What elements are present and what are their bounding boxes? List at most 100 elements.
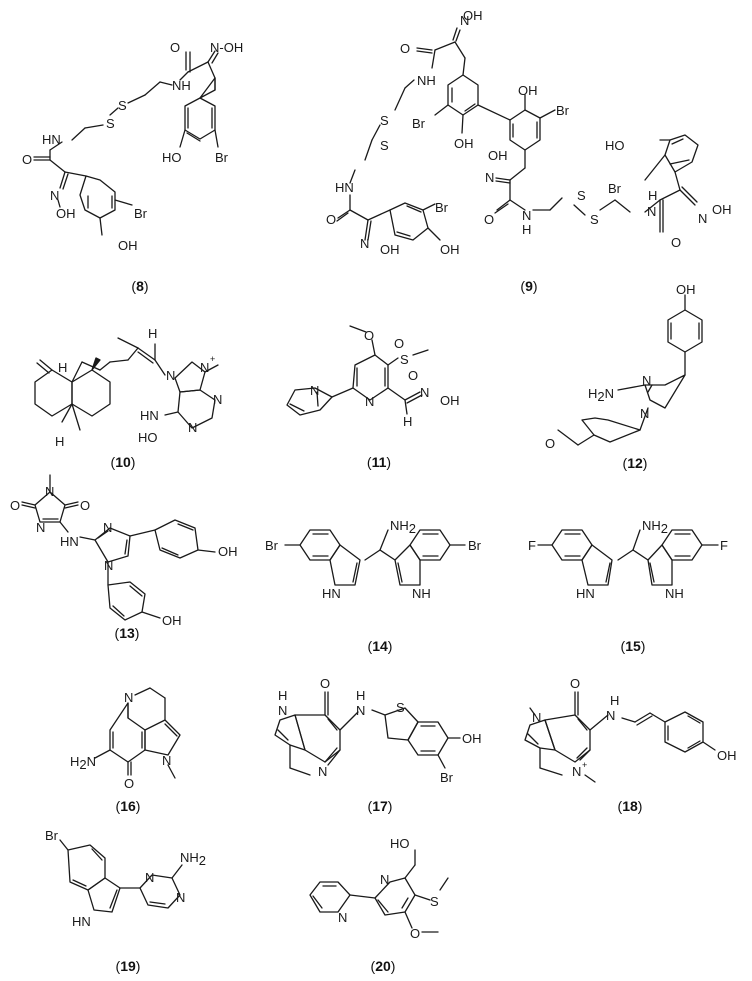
atom-s: S: [430, 894, 439, 909]
atom-hn: HN: [72, 914, 91, 929]
atom-nh: NH: [665, 586, 684, 601]
compound-11-structure: O S O O N N N OH H: [286, 325, 460, 429]
caption-paren: (: [110, 454, 116, 470]
atom-n: N: [36, 520, 45, 535]
atom-h2n: H2N: [70, 754, 96, 772]
compound-number: 18: [622, 798, 638, 814]
atom-br: Br: [435, 200, 449, 215]
compound-label: (19): [116, 958, 141, 974]
atom-s: S: [106, 116, 115, 131]
atom-o: O: [10, 498, 20, 513]
atom-oh: OH: [118, 238, 138, 253]
atom-br: Br: [45, 828, 59, 843]
atom-s: S: [380, 138, 389, 153]
compound-number: 20: [375, 958, 391, 974]
atom-s: S: [577, 188, 586, 203]
compound-9-structure: N OH O NH S S H N O N OH Br OH Br OH OH B…: [326, 8, 732, 257]
atom-n: N: [380, 872, 389, 887]
caption-paren: (: [114, 625, 120, 641]
atom-o: O: [320, 676, 330, 691]
atom-o: O: [410, 926, 420, 941]
atom-oh: OH: [218, 544, 238, 559]
atom-br: Br: [440, 770, 454, 785]
atom-oh: OH: [717, 748, 737, 763]
compound-10: H H H N N + N N HN HO (10): [0, 300, 260, 470]
compound-number: 15: [625, 638, 641, 654]
compound-label: (11): [367, 454, 391, 470]
compound-17: H N O H N S OH Br N (17): [250, 670, 510, 820]
charge-plus: +: [582, 760, 587, 770]
compound-12: OH N N H2N O (12): [500, 280, 752, 471]
compound-20: HO N S N O (20): [250, 820, 510, 981]
atom-nh2: NH2: [180, 850, 206, 868]
atom-s: S: [590, 212, 599, 227]
atom-f: F: [528, 538, 536, 553]
caption-paren: ): [387, 638, 393, 654]
atom-n: N: [420, 385, 429, 400]
atom-s: S: [380, 113, 389, 128]
compound-label: (18): [618, 798, 643, 814]
atom-br: Br: [412, 116, 426, 131]
atom-oh: OH: [488, 148, 508, 163]
atom-o: O: [570, 676, 580, 691]
caption-paren: ): [642, 455, 648, 471]
atom-oh: OH: [463, 8, 483, 23]
atom-o: O: [80, 498, 90, 513]
atom-nh: NH: [417, 73, 436, 88]
atom-n: N: [360, 236, 369, 251]
atom-o: O: [671, 235, 681, 250]
atom-hn: HN: [322, 586, 341, 601]
atom-oh: OH: [162, 613, 182, 628]
atom-br: Br: [215, 150, 229, 165]
atom-br: Br: [134, 206, 148, 221]
atom-o: O: [545, 436, 555, 451]
compound-15: NH2 F F HN NH (15): [500, 500, 752, 670]
atom-n: N: [485, 170, 494, 185]
atom-h: H: [610, 693, 619, 708]
atom-oh: OH: [440, 393, 460, 408]
caption-paren: ): [135, 798, 141, 814]
atom-o: O: [326, 212, 336, 227]
atom-oh: OH: [380, 242, 400, 257]
atom-oh: OH: [518, 83, 538, 98]
atom-n: N: [166, 368, 175, 383]
atom-n: N: [45, 484, 54, 499]
atom-o: O: [484, 212, 494, 227]
compound-12-structure: OH N N H2N O: [545, 282, 703, 451]
atom-s: S: [118, 98, 127, 113]
atom-hn: HN: [140, 408, 159, 423]
atom-ho: HO: [605, 138, 625, 153]
atom-f: F: [720, 538, 728, 553]
atom-oh: OH: [676, 282, 696, 297]
atom-br: Br: [468, 538, 482, 553]
atom-o: O: [394, 336, 404, 351]
caption-paren: (: [370, 958, 376, 974]
compound-20-structure: HO N S N O: [309, 836, 449, 941]
compound-18-structure: N O H N OH N +: [524, 676, 737, 783]
atom-h: H: [55, 434, 64, 449]
atom-n: N: [124, 690, 133, 705]
caption-paren: (: [131, 278, 137, 294]
caption-paren: (: [520, 278, 526, 294]
atom-h: H: [648, 188, 657, 203]
compound-label: (10): [111, 454, 136, 470]
atom-oh: OH: [712, 202, 732, 217]
atom-h: H: [148, 326, 157, 341]
atom-n: N: [640, 406, 649, 421]
atom-n: N: [188, 420, 197, 435]
atom-br: Br: [556, 103, 570, 118]
atom-n: N: [698, 211, 707, 226]
compound-10-structure: H H H N N + N N HN HO: [34, 326, 222, 449]
atom-h: H: [403, 414, 412, 429]
compound-number: 11: [371, 454, 387, 470]
compound-14-structure: NH2 Br Br HN NH: [265, 518, 482, 601]
compound-label: (17): [368, 798, 393, 814]
compound-number: 8: [136, 278, 144, 294]
compound-13-structure: N O O N HN N N OH OH: [10, 474, 238, 628]
atom-nh: NH: [412, 586, 431, 601]
atom-n: N: [200, 360, 209, 375]
atom-br: Br: [265, 538, 279, 553]
atom-o: O: [170, 40, 180, 55]
atom-n: N: [213, 392, 222, 407]
compound-number: 9: [525, 278, 533, 294]
